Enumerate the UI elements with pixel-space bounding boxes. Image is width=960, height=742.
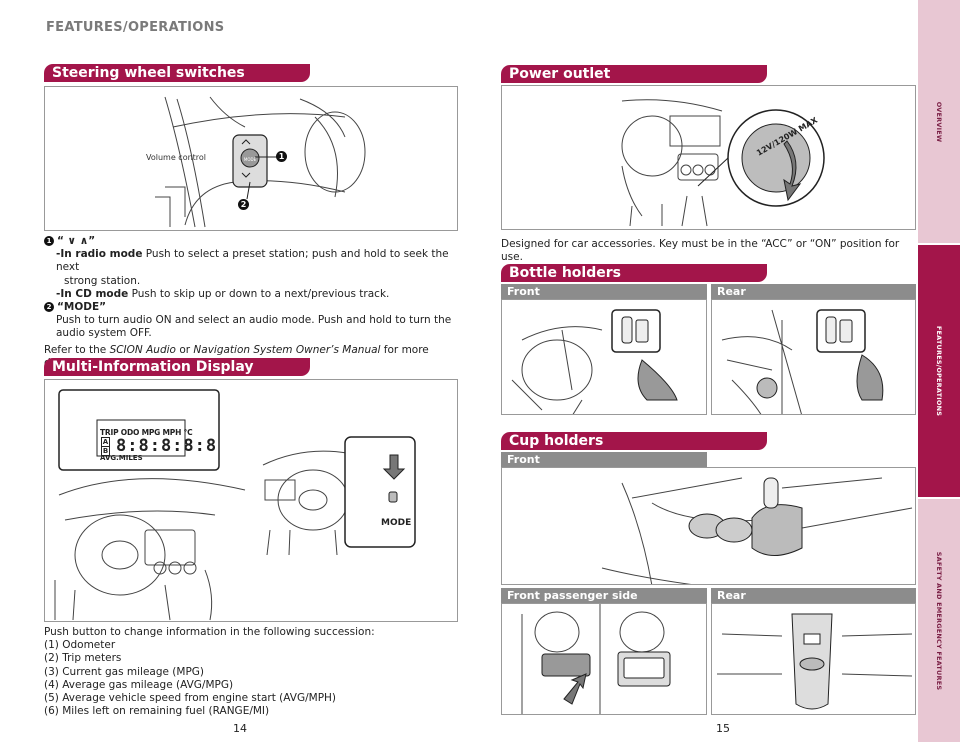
list-item: (2) Trip meters	[44, 652, 122, 665]
cup-passenger-label: Front passenger side	[501, 588, 707, 603]
list-item: (1) Odometer	[44, 639, 116, 652]
tab-safety-emergency[interactable]: SAFETY AND EMERGENCY FEATURES	[918, 499, 960, 742]
refer-pre: Refer to the	[44, 343, 107, 356]
item2-heading: “MODE”	[57, 301, 107, 314]
bottle-rear-label: Rear	[711, 284, 916, 299]
tab-overview-label: OVERVIEW	[935, 101, 943, 142]
display-trip-b: B	[101, 446, 110, 456]
section-title-steering: Steering wheel switches	[44, 64, 310, 82]
refer-scion-audio: SCION Audio	[109, 343, 176, 356]
section-title-power-outlet: Power outlet	[501, 65, 767, 83]
display-digits: 8:8:8:8:8	[116, 436, 218, 456]
page-number-right: 15	[716, 722, 730, 735]
cup-front-illustration	[501, 467, 916, 585]
tab-features-operations[interactable]: FEATURES/OPERATIONS	[918, 245, 960, 497]
cd-mode-label: -In CD mode	[56, 287, 129, 300]
page-number-left: 14	[233, 722, 247, 735]
mode-text: Push to turn audio ON and select an audi…	[56, 314, 452, 327]
multi-info-intro: Push button to change information in the…	[44, 626, 375, 638]
tab-overview[interactable]: OVERVIEW	[918, 0, 960, 243]
steering-illustration: MODE	[44, 86, 458, 231]
cup-front-label: Front	[501, 452, 707, 467]
display-top-labels: TRIP ODO MPG MPH °C	[100, 428, 193, 437]
volume-control-label: Volume control	[146, 153, 207, 162]
cup-rear-label: Rear	[711, 588, 916, 603]
list-item: (5) Average vehicle speed from engine st…	[44, 692, 337, 705]
section-title-bottle-holders: Bottle holders	[501, 264, 767, 282]
multi-info-illustration	[44, 379, 458, 622]
cd-mode-text: Push to skip up or down to a next/previo…	[131, 287, 390, 300]
bottle-front-label: Front	[501, 284, 707, 299]
refer-or: or	[179, 343, 191, 356]
mode-button-label: MODE	[381, 518, 412, 528]
item-marker-1: 1	[44, 236, 54, 246]
svg-text:MODE: MODE	[244, 157, 257, 162]
section-title-multi-info: Multi-Information Display	[44, 358, 310, 376]
radio-mode-text: Push to select a preset station; push an…	[56, 248, 449, 274]
tab-safety-emergency-label: SAFETY AND EMERGENCY FEATURES	[935, 551, 943, 690]
page-header: FEATURES/OPERATIONS	[46, 20, 225, 35]
refer-nav-manual: Navigation System Owner’s Manual	[193, 343, 381, 356]
radio-mode-text-cont: strong station.	[64, 274, 141, 287]
section-title-cup-holders: Cup holders	[501, 432, 767, 450]
steering-description: 1“ ∨ ∧” -In radio mode Push to select a …	[44, 235, 460, 370]
bottle-front-illustration	[501, 299, 707, 415]
list-item: (4) Average gas mileage (AVG/MPG)	[44, 678, 234, 691]
radio-mode-label: -In radio mode	[56, 248, 143, 261]
list-item: (6) Miles left on remaining fuel (RANGE/…	[44, 705, 270, 718]
callout-marker-1: 1	[276, 151, 287, 162]
mode-text-cont: audio system OFF.	[56, 327, 152, 340]
item1-heading: “ ∨ ∧”	[57, 235, 96, 247]
display-bottom-label: AVG.MILES	[100, 454, 143, 462]
power-outlet-illustration	[501, 85, 916, 230]
item-marker-2: 2	[44, 302, 54, 313]
cup-rear-illustration	[711, 603, 916, 715]
callout-marker-2: 2	[238, 199, 249, 210]
tab-features-operations-label: FEATURES/OPERATIONS	[935, 325, 943, 417]
multi-info-description: Push button to change information in the…	[44, 626, 460, 718]
power-outlet-description: Designed for car accessories. Key must b…	[501, 238, 900, 264]
cup-passenger-illustration	[501, 603, 707, 715]
bottle-rear-illustration	[711, 299, 916, 415]
list-item: (3) Current gas mileage (MPG)	[44, 665, 205, 678]
